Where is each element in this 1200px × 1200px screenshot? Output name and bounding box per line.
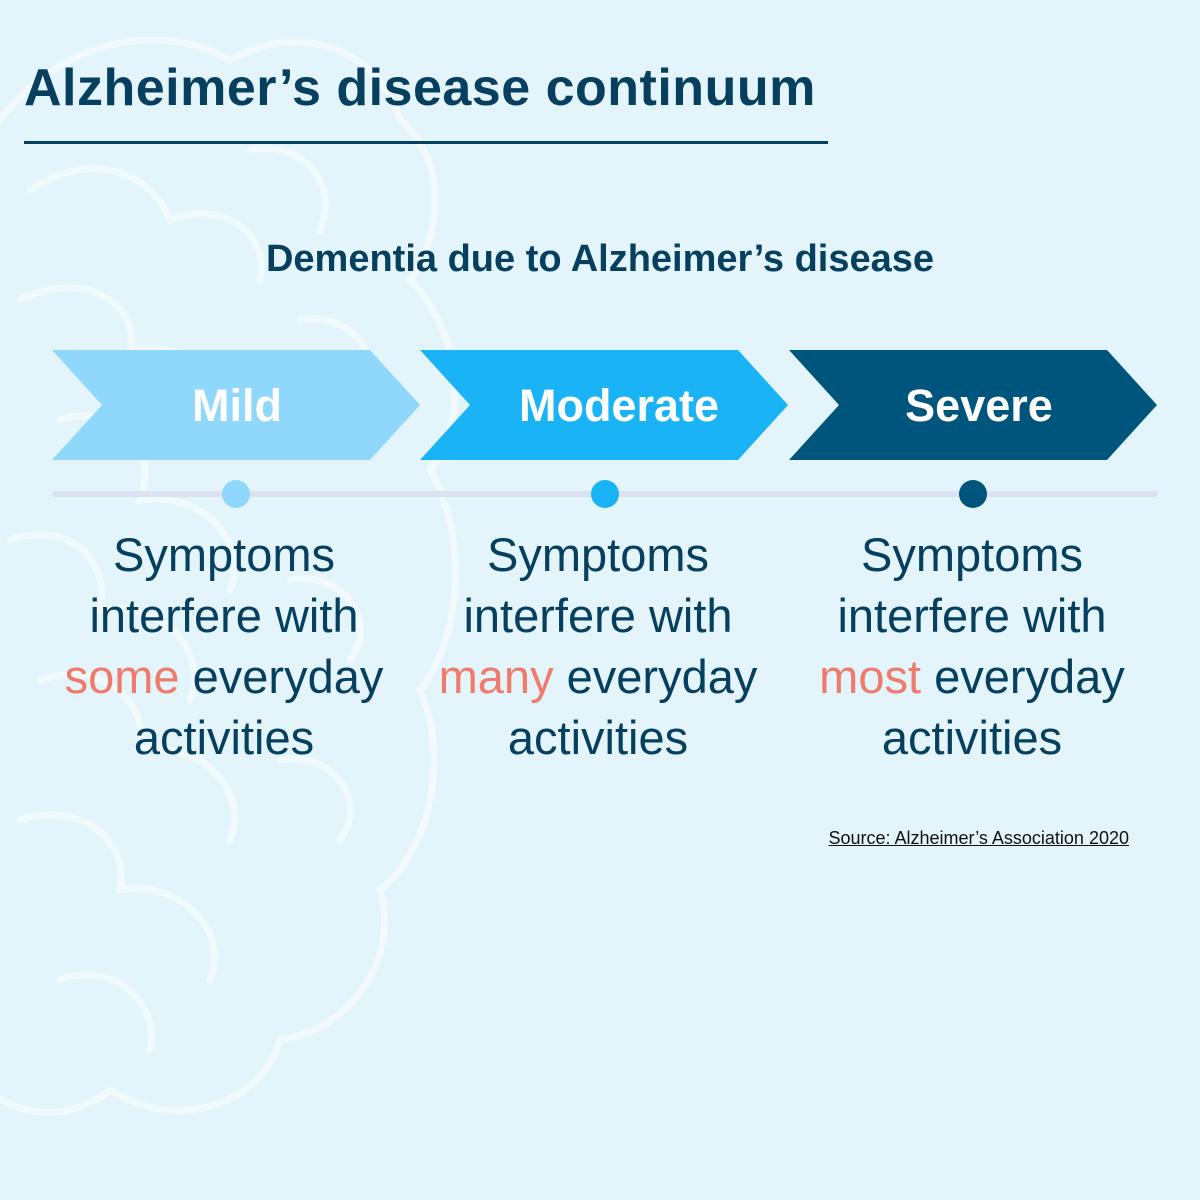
title-divider [24,141,828,144]
highlight-word: many [438,650,554,703]
desc-line: some everyday [34,646,414,707]
desc-line: Symptoms [861,528,1083,581]
desc-line-rest: everyday [921,650,1125,703]
stage-description-moderate: Symptoms interfere with many everyday ac… [408,524,788,768]
stage-label-mild: Mild [192,380,282,431]
timeline-dot-severe [959,480,987,508]
timeline-dot-mild [222,480,250,508]
source-link[interactable]: Source: Alzheimer’s Association 2020 [828,828,1129,848]
desc-line: interfere with [89,589,359,642]
stage-label-severe: Severe [905,380,1053,431]
highlight-word: most [819,650,922,703]
desc-line-rest: everyday [179,650,384,703]
desc-line-rest: everyday [553,650,758,703]
desc-line: activities [507,711,689,764]
desc-line: interfere with [837,589,1107,642]
page-title: Alzheimer’s disease continuum [24,59,816,117]
stage-description-severe: Symptoms interfere with most everyday ac… [782,524,1162,768]
stage-arrow-moderate [420,350,788,460]
stage-arrow-mild [52,350,420,460]
stage-arrow-severe [789,350,1157,460]
desc-line: activities [133,711,315,764]
stage-label-moderate: Moderate [518,380,720,431]
desc-line: activities [881,711,1063,764]
desc-line: many everyday [408,646,788,707]
diagram-subtitle: Dementia due to Alzheimer’s disease [265,238,935,280]
highlight-word: some [64,650,180,703]
desc-line: interfere with [463,589,733,642]
desc-line: most everyday [782,646,1162,707]
desc-line: Symptoms [113,528,335,581]
stage-description-mild: Symptoms interfere with some everyday ac… [34,524,414,768]
desc-line: Symptoms [487,528,709,581]
timeline-dot-moderate [591,480,619,508]
